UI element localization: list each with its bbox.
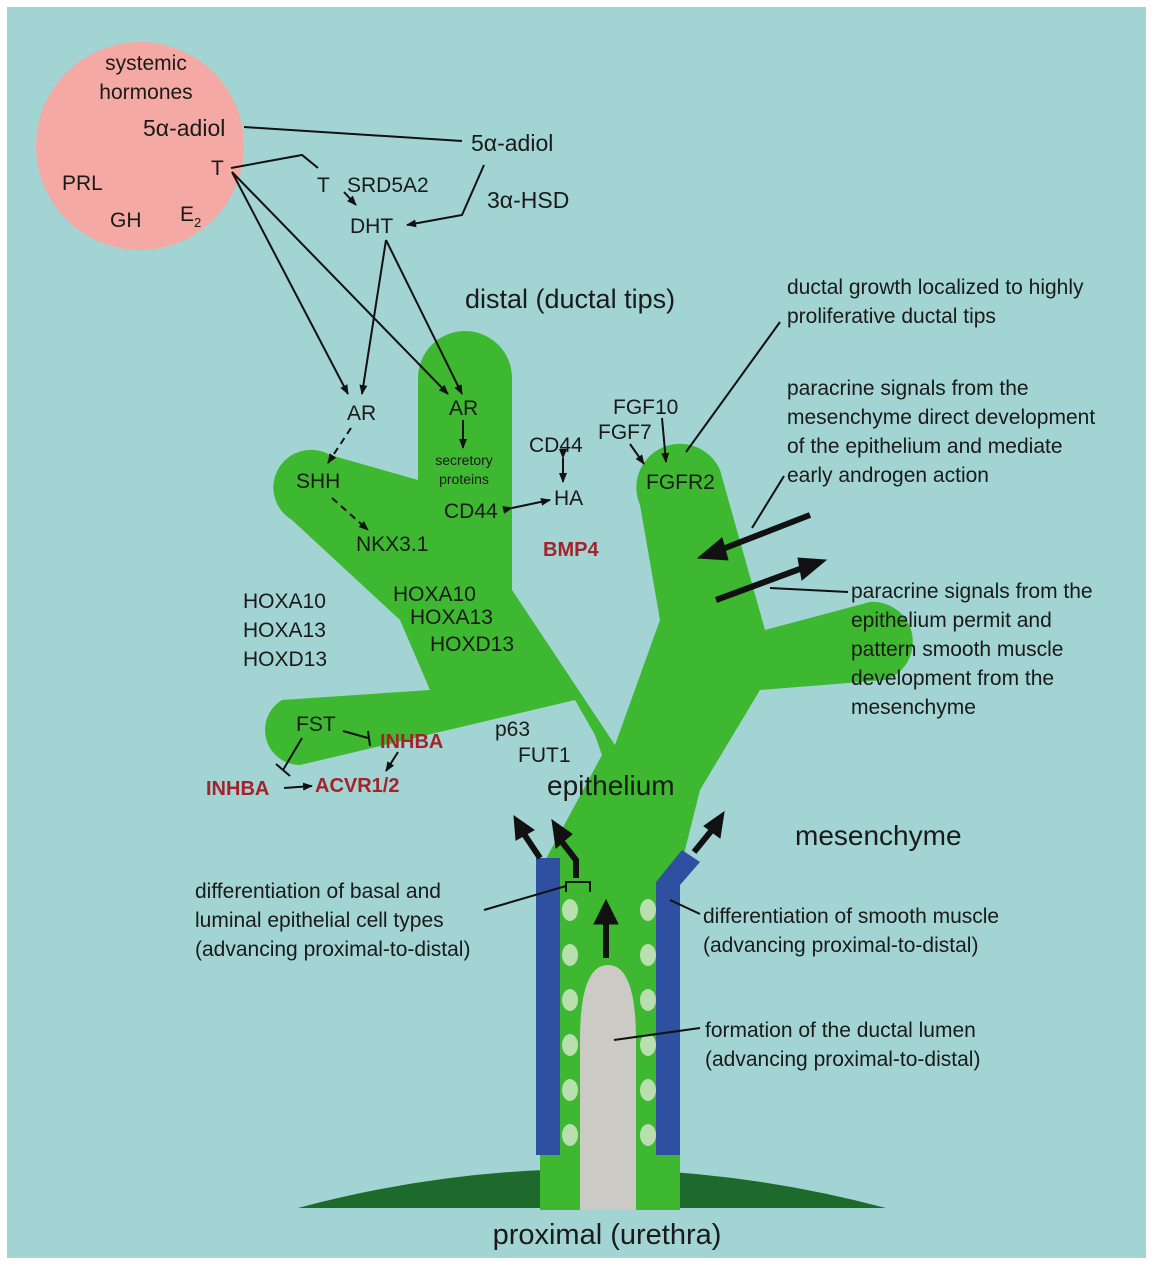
label-diff-basal-1: differentiation of basal and [195,880,441,903]
label-acvr: ACVR1/2 [315,775,399,797]
label-prl: PRL [62,172,103,195]
lumen-spot [562,1079,578,1101]
label-hoxa10-epi: HOXA10 [393,583,476,606]
label-epithelium: epithelium [547,770,675,801]
label-paracrine-mes-1: paracrine signals from the [787,377,1029,400]
label-fgf10: FGF10 [613,396,678,419]
label-hoxd13-mes: HOXD13 [243,648,327,671]
lumen-spot [640,989,656,1011]
label-cd44-bottom: CD44 [444,500,498,523]
ductal-lumen [580,965,636,1210]
label-paracrine-epi-4: development from the [851,667,1054,690]
label-diff-basal-2: luminal epithelial cell types [195,909,444,932]
label-distal: distal (ductal tips) [465,284,675,314]
label-secretory-2: proteins [439,471,489,487]
label-5a-adiol-pathway: 5α-adiol [471,130,553,156]
label-shh: SHH [296,470,340,493]
label-gh: GH [110,209,142,232]
label-p63: p63 [495,718,530,741]
lumen-spot [562,989,578,1011]
label-dht: DHT [350,215,393,238]
lumen-spot [640,944,656,966]
lumen-spot [562,899,578,921]
label-srd5a2: SRD5A2 [347,174,429,197]
label-fgf7: FGF7 [598,421,652,444]
lumen-spot [562,1034,578,1056]
label-t-pathway: T [317,174,330,197]
lumen-spot [562,944,578,966]
label-proximal: proximal (urethra) [493,1219,722,1251]
label-hoxa13-mes: HOXA13 [243,619,326,642]
label-fut1: FUT1 [518,744,571,767]
label-5a-adiol-circle: 5α-adiol [143,115,225,141]
label-paracrine-mes-2: mesenchyme direct development [787,406,1095,429]
smooth-muscle-left [536,858,560,1155]
label-lumen-1: formation of the ductal lumen [705,1019,976,1042]
label-3a-hsd: 3α-HSD [487,187,569,213]
label-diff-sm-2: (advancing proximal-to-distal) [703,934,978,957]
label-nkx3-1: NKX3.1 [356,533,428,556]
label-paracrine-epi-5: mesenchyme [851,696,976,719]
label-ar-right: AR [449,397,478,420]
label-hoxd13-epi: HOXD13 [430,633,514,656]
label-t-circle: T [211,157,224,180]
label-diff-sm-1: differentiation of smooth muscle [703,905,999,928]
label-cd44-top: CD44 [529,434,583,457]
lumen-spot [640,1034,656,1056]
label-paracrine-epi-2: epithelium permit and [851,609,1052,632]
label-mesenchyme: mesenchyme [795,820,962,851]
circle-title-line1: systemic [105,52,187,75]
label-secretory-1: secretory [435,452,493,468]
lumen-spot [640,899,656,921]
label-bmp4: BMP4 [543,539,599,561]
label-paracrine-mes-4: early androgen action [787,464,989,487]
circle-title-line2: hormones [99,81,192,104]
label-inhba-inner: INHBA [380,731,443,753]
label-paracrine-epi-1: paracrine signals from the [851,580,1093,603]
label-hoxa10-mes: HOXA10 [243,590,326,613]
label-fst: FST [296,713,336,736]
label-hoxa13-epi: HOXA13 [410,606,493,629]
label-ductal-growth-2: proliferative ductal tips [787,305,996,328]
label-ar-left: AR [347,402,376,425]
label-fgfr2: FGFR2 [646,471,715,494]
label-diff-basal-3: (advancing proximal-to-distal) [195,938,470,961]
label-paracrine-mes-3: of the epithelium and mediate [787,435,1063,458]
label-ha: HA [554,487,583,510]
label-paracrine-epi-3: pattern smooth muscle [851,638,1063,661]
label-inhba-outer: INHBA [206,778,269,800]
lumen-spot [562,1124,578,1146]
lumen-spot [640,1124,656,1146]
label-lumen-2: (advancing proximal-to-distal) [705,1048,980,1071]
label-ductal-growth-1: ductal growth localized to highly [787,276,1084,299]
lumen-spot [640,1079,656,1101]
